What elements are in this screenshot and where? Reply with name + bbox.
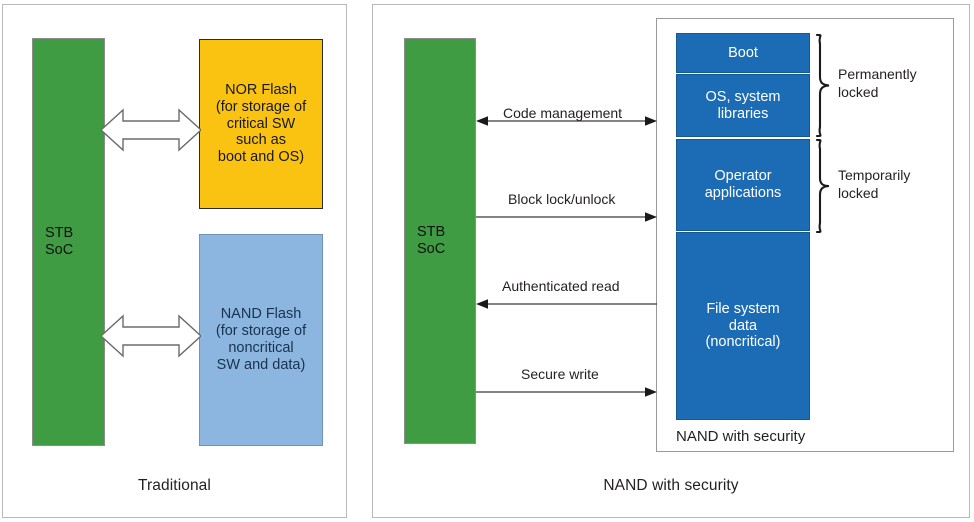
brace-permanently-locked-icon	[814, 34, 832, 137]
nand-flash-line3: noncritical	[228, 340, 294, 356]
label-temporarily-locked: Temporarily locked	[838, 167, 910, 202]
nand-block-fs-line1: File system	[706, 300, 780, 317]
nand-block-operator-applications: Operator applications	[676, 139, 810, 231]
nand-container-label: NAND with security	[676, 428, 806, 445]
nand-flash-line1: NAND Flash	[220, 306, 302, 323]
label-authenticated-read: Authenticated read	[502, 278, 620, 294]
nand-block-os-line1: OS, system	[705, 88, 781, 105]
stb-soc-block-secure: STB SoC	[404, 38, 476, 444]
stb-soc-line1: STB	[45, 225, 74, 242]
nand-block-fs-line3: (noncritical)	[705, 334, 781, 351]
nor-flash-line4: such as	[236, 132, 286, 149]
arrow-block-lock-unlock	[476, 210, 657, 224]
brace-temporarily-locked-icon	[814, 139, 832, 233]
stb-soc-line2: SoC	[45, 242, 74, 258]
stb-soc-secure-line2: SoC	[417, 241, 446, 257]
nand-block-boot: Boot	[676, 33, 810, 73]
panel-secure-caption: NAND with security	[603, 477, 739, 494]
nand-block-operator-line1: Operator	[714, 168, 772, 185]
arrow-soc-to-nand-flash	[101, 312, 201, 360]
label-code-management: Code management	[503, 105, 623, 121]
panel-traditional: STB SoC NOR Flash (for storage of critic…	[2, 4, 347, 518]
label-temporarily-locked-line1: Temporarily	[838, 167, 911, 183]
nand-block-boot-line1: Boot	[728, 44, 758, 61]
label-temporarily-locked-line2: locked	[838, 184, 879, 201]
arrow-code-management	[476, 114, 657, 128]
nand-flash-line4: SW and data)	[216, 356, 306, 373]
arrow-authenticated-read	[476, 297, 657, 311]
arrow-soc-to-nor-flash	[101, 106, 201, 154]
panel-traditional-caption: Traditional	[138, 477, 211, 494]
nand-block-file-system-data: File system data (noncritical)	[676, 232, 810, 420]
nand-block-os-system-libraries: OS, system libraries	[676, 74, 810, 137]
nand-flash-line2: (for storage of	[215, 323, 307, 340]
stb-soc-block-traditional: STB SoC	[32, 38, 105, 446]
nand-block-operator-line2: applications	[704, 185, 782, 201]
nor-flash-line3: critical SW	[226, 115, 296, 132]
arrow-secure-write	[476, 385, 657, 399]
nor-flash-line5: boot and OS)	[217, 149, 305, 166]
nor-flash-line2: (for storage of	[215, 98, 307, 115]
nand-block-os-line2: libraries	[717, 105, 769, 122]
label-permanently-locked: Permanently locked	[838, 66, 917, 101]
stb-soc-secure-line1: STB	[417, 224, 446, 241]
nor-flash-line1: NOR Flash	[225, 81, 297, 98]
nand-flash-block: NAND Flash (for storage of noncritical S…	[199, 234, 323, 446]
label-permanently-locked-line1: Permanently	[838, 66, 917, 82]
label-secure-write: Secure write	[521, 366, 599, 382]
nand-block-fs-line2: data	[728, 317, 758, 334]
label-permanently-locked-line2: locked	[838, 83, 879, 100]
label-block-lock-unlock: Block lock/unlock	[508, 191, 616, 207]
nor-flash-block: NOR Flash (for storage of critical SW su…	[199, 39, 323, 209]
